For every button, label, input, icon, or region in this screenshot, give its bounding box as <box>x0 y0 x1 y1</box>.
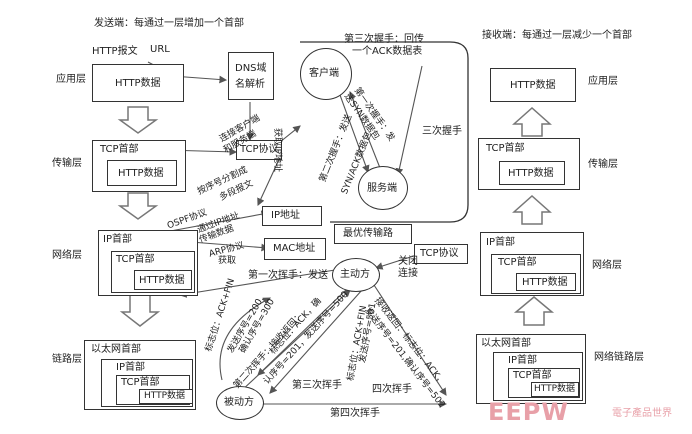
close-conn-text: 关闭 <box>398 256 418 267</box>
right-ip-http-text: HTTP数据 <box>522 277 568 288</box>
right-ip-http-box: HTTP数据 <box>516 273 576 291</box>
dns-text-line2: 名解析 <box>235 79 265 90</box>
tcp-protocol-right-text: TCP协议 <box>420 248 459 259</box>
right-ip-box: IP首部 TCP首部 HTTP数据 <box>480 232 584 296</box>
left-eth-http-text: HTTP数据 <box>144 391 186 401</box>
left-tcp-http-text: HTTP数据 <box>118 168 164 179</box>
ip-address-text: IP地址 <box>271 210 300 221</box>
right-eth-tcp-box: TCP首部 HTTP数据 <box>508 368 580 398</box>
tcp-protocol-box: TCP协议 <box>236 140 282 160</box>
right-tcp-http-text: HTTP数据 <box>508 168 554 179</box>
left-eth-http-box: HTTP数据 <box>139 389 193 404</box>
left-tcp-inner-box: HTTP数据 <box>107 160 177 186</box>
mac-address-box: MAC地址 <box>264 238 326 260</box>
left-http-data-box: HTTP数据 <box>92 64 184 102</box>
left-eth-ip-text: IP首部 <box>116 362 145 373</box>
left-ip-http-text: HTTP数据 <box>139 275 185 286</box>
right-layer-application-label: 应用层 <box>588 76 618 87</box>
left-eth-tcp-box: TCP首部 HTTP数据 <box>116 375 193 405</box>
passive-text: 被动方 <box>224 397 254 408</box>
three-way-text: 三次握手 <box>422 126 462 137</box>
left-eth-ip-box: IP首部 TCP首部 HTTP数据 <box>101 359 193 407</box>
active-node: 主动方 <box>332 258 380 292</box>
right-ip-tcp-box: TCP首部 HTTP数据 <box>491 254 581 294</box>
send-side-legend: 发送端：每通过一层增加一个首部 <box>92 14 244 34</box>
client-text: 客户端 <box>309 68 339 79</box>
server-node: 服务端 <box>358 166 408 210</box>
watermark-sub: 電子產品世界 <box>612 408 672 419</box>
third-handshake-text: 第三次握手：回传 <box>344 34 424 45</box>
right-http-data-box: HTTP数据 <box>490 68 576 102</box>
right-eth-header-text: 以太网首部 <box>481 338 531 349</box>
dns-box: DNS域 名解析 <box>228 52 274 100</box>
left-eth-header-text: 以太网首部 <box>91 344 141 355</box>
url-label: URL <box>150 44 170 55</box>
left-ip-box: IP首部 TCP首部 HTTP数据 <box>98 230 198 296</box>
wave1-text: 第一次挥手：发送 <box>248 270 328 281</box>
right-tcp-box: TCP首部 HTTP数据 <box>478 138 580 190</box>
right-up-arrows <box>512 106 555 326</box>
right-layer-link-label: 网络链路层 <box>594 352 644 363</box>
left-ip-header-text: IP首部 <box>103 234 132 245</box>
arp-text-2: 获取 <box>218 256 237 266</box>
close-conn-text-2: 连接 <box>398 268 418 279</box>
layer-application-label: 应用层 <box>56 74 86 85</box>
ip-address-box: IP地址 <box>262 206 322 226</box>
server-text: 服务端 <box>367 183 397 194</box>
tcp-protocol-text: TCP协议 <box>240 144 279 155</box>
dns-text-line1: DNS域 <box>235 63 267 74</box>
recv-side-legend: 接收端：每通过一层减少一个首部 <box>482 26 642 46</box>
layer-link-label: 链路层 <box>52 354 82 365</box>
recv-side-text: 接收端：每通过一层减少一个首部 <box>482 30 632 41</box>
best-path-text: 最优传输路 <box>343 228 393 239</box>
mac-address-text: MAC地址 <box>273 243 316 254</box>
left-ip-tcp-box: TCP首部 HTTP数据 <box>111 251 195 293</box>
get-ip-text: 获取IP地址 <box>272 128 282 173</box>
wave4d-text: 第四次挥手 <box>330 408 380 419</box>
right-ip-tcp-text: TCP首部 <box>498 257 537 268</box>
right-layer-network-label: 网络层 <box>592 260 622 271</box>
left-ip-tcp-text: TCP首部 <box>116 254 155 265</box>
third-handshake-text-2: 一个ACK数据表 <box>352 46 423 57</box>
layer-transport-label: 传输层 <box>52 158 82 169</box>
right-ip-header-text: IP首部 <box>486 237 515 248</box>
right-eth-ip-box: IP首部 TCP首部 HTTP数据 <box>493 352 583 401</box>
tcp-protocol-right-box: TCP协议 <box>414 244 468 264</box>
right-eth-http-text: HTTP数据 <box>534 384 576 394</box>
http-message-label: HTTP报文 <box>92 46 138 57</box>
right-eth-http-box: HTTP数据 <box>531 382 579 397</box>
left-ip-http-box: HTTP数据 <box>134 270 192 290</box>
right-tcp-inner-box: HTTP数据 <box>499 161 565 185</box>
left-eth-tcp-text: TCP首部 <box>121 377 160 388</box>
right-layer-transport-label: 传输层 <box>588 159 618 170</box>
best-path-box: 最优传输路 <box>334 224 412 244</box>
right-eth-box: 以太网首部 IP首部 TCP首部 HTTP数据 <box>476 334 586 404</box>
watermark-brand: EEPW <box>488 398 569 426</box>
left-http-data-text: HTTP数据 <box>115 78 161 89</box>
right-tcp-header-text: TCP首部 <box>486 143 525 154</box>
right-http-data-text: HTTP数据 <box>510 80 556 91</box>
layer-network-label: 网络层 <box>52 250 82 261</box>
left-down-arrows <box>117 106 161 327</box>
wave4c-text: 四次挥手 <box>372 384 412 395</box>
active-text: 主动方 <box>340 269 370 280</box>
client-node: 客户端 <box>300 48 352 100</box>
wave3c-text: 第三次挥手 <box>292 380 342 391</box>
left-tcp-box: TCP首部 HTTP数据 <box>92 140 186 192</box>
right-eth-tcp-text: TCP首部 <box>513 370 552 381</box>
handshake-frame <box>300 41 469 223</box>
left-eth-box: 以太网首部 IP首部 TCP首部 HTTP数据 <box>84 340 196 410</box>
left-tcp-header-text: TCP首部 <box>100 144 139 155</box>
send-side-text: 发送端：每通过一层增加一个首部 <box>94 18 244 29</box>
right-eth-ip-text: IP首部 <box>508 355 537 366</box>
passive-node: 被动方 <box>216 386 264 420</box>
